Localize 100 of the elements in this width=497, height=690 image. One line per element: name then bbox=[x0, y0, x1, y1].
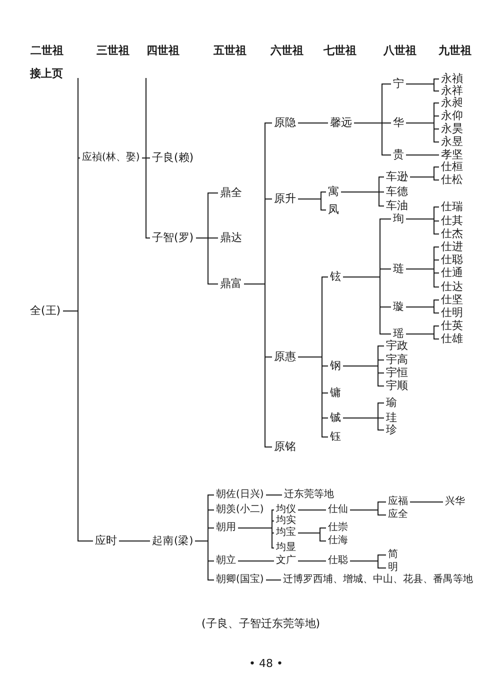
connector-line bbox=[350, 510, 386, 516]
person-name: 原升 bbox=[272, 192, 298, 206]
person-name: 均仪 bbox=[274, 504, 298, 516]
person-name: 仕坚 bbox=[439, 294, 465, 306]
person-name: 朝卿(国宝) bbox=[214, 574, 266, 586]
connector-line bbox=[298, 356, 328, 438]
person-name: 贵 bbox=[391, 148, 406, 162]
person-name: 瑶 bbox=[391, 328, 406, 340]
person-name: 宇高 bbox=[384, 354, 410, 366]
person-name: 仕瑞 bbox=[439, 200, 465, 214]
column-heading: 三世祖 bbox=[96, 44, 130, 57]
person-name: 应禎(林、娶) bbox=[80, 152, 142, 164]
person-name: 仕仙 bbox=[326, 504, 350, 516]
person-name: 原隐 bbox=[272, 116, 298, 130]
person-name: 仕聪 bbox=[326, 555, 350, 566]
person-name: 铖 bbox=[328, 412, 343, 424]
person-name: 璇 bbox=[391, 300, 406, 314]
person-name: 仕崇 bbox=[326, 522, 350, 534]
person-name: 钢 bbox=[328, 360, 343, 372]
person-name: 原惠 bbox=[272, 350, 298, 364]
person-name: 仕海 bbox=[326, 535, 350, 546]
person-name: 原铭 bbox=[272, 440, 298, 454]
person-name: 仕雄 bbox=[439, 332, 465, 346]
person-name: 宁 bbox=[391, 78, 406, 90]
note-text: 迁东莞等地 bbox=[282, 489, 336, 500]
person-name: 珣 bbox=[391, 212, 406, 226]
person-name: 永昱 bbox=[439, 136, 465, 148]
column-heading: 九世祖 bbox=[438, 44, 472, 57]
person-name: 车油 bbox=[384, 200, 410, 212]
person-name: 应时 bbox=[93, 534, 119, 548]
column-heading: 七世祖 bbox=[324, 44, 356, 57]
person-name: 永祥 bbox=[439, 84, 465, 98]
person-name: 全(王) bbox=[28, 304, 63, 318]
person-name: 仕桓 bbox=[439, 160, 465, 174]
person-name: 车德 bbox=[384, 186, 410, 198]
person-name: 铉 bbox=[328, 270, 343, 284]
connector-line bbox=[406, 334, 440, 340]
connector-line bbox=[342, 418, 384, 430]
person-name: 朝佐(日兴) bbox=[214, 489, 266, 500]
person-name: 凤 bbox=[326, 204, 341, 216]
person-name: 鼎富 bbox=[218, 278, 244, 290]
column-heading: 五世祖 bbox=[214, 44, 246, 57]
person-name: 珍 bbox=[384, 424, 399, 436]
person-name: 仕聪 bbox=[439, 254, 465, 266]
connector-line bbox=[342, 276, 392, 334]
person-name: 仕明 bbox=[439, 306, 465, 320]
connector-line bbox=[266, 494, 282, 496]
person-name: 仕杰 bbox=[439, 228, 465, 240]
connector-line bbox=[342, 366, 384, 386]
person-name: 应福 bbox=[386, 496, 410, 508]
note-text: 迁博罗西埔、增城、中山、花县、番禺等地 bbox=[281, 574, 475, 586]
person-name: 兴华 bbox=[443, 496, 467, 508]
person-name: 简 bbox=[386, 549, 400, 560]
person-name: 瑜 bbox=[384, 396, 399, 410]
connector-line bbox=[62, 310, 94, 542]
connector-line bbox=[298, 560, 326, 562]
continued-note: 接上页 bbox=[30, 66, 63, 80]
person-name: 朝羡(小二) bbox=[214, 504, 266, 516]
person-name: 仕英 bbox=[439, 320, 465, 332]
person-name: 琏 bbox=[391, 262, 406, 276]
connector-line bbox=[238, 560, 274, 562]
person-name: 朝立 bbox=[214, 555, 238, 566]
column-heading: 四世祖 bbox=[146, 44, 180, 57]
person-name: 仕进 bbox=[439, 240, 465, 254]
person-name: 永仰 bbox=[439, 110, 465, 122]
person-name: 均显 bbox=[274, 542, 298, 554]
person-name: 永禎 bbox=[439, 72, 465, 86]
person-name: 宇政 bbox=[384, 340, 410, 352]
connector-line bbox=[406, 84, 440, 92]
person-name: 仕其 bbox=[439, 214, 465, 228]
connector-line bbox=[350, 560, 386, 568]
person-name: 钰 bbox=[328, 430, 343, 444]
person-name: 华 bbox=[391, 116, 406, 130]
person-name: 车逊 bbox=[384, 170, 410, 184]
column-heading: 二世祖 bbox=[30, 44, 64, 57]
connector-line bbox=[298, 122, 328, 124]
connector-line bbox=[406, 218, 440, 234]
person-name: 均实 bbox=[274, 515, 298, 526]
person-name: 鼎全 bbox=[218, 186, 244, 200]
person-name: 仕松 bbox=[439, 174, 465, 186]
connector-line bbox=[118, 540, 150, 542]
column-heading: 八世祖 bbox=[384, 44, 416, 57]
page-number: • 48 • bbox=[249, 656, 283, 670]
person-name: 子智(罗) bbox=[150, 232, 196, 244]
person-name: 起南(梁) bbox=[150, 535, 196, 548]
connector-line bbox=[340, 192, 384, 206]
person-name: 文广 bbox=[274, 555, 298, 566]
connector-line bbox=[406, 122, 440, 142]
person-name: 孝坚 bbox=[439, 148, 465, 162]
connector-line bbox=[298, 198, 326, 210]
connector-line bbox=[238, 528, 274, 548]
connector-line bbox=[354, 122, 392, 156]
person-name: 寓 bbox=[326, 186, 341, 198]
person-name: 朝用 bbox=[214, 522, 238, 534]
person-name: 鼎达 bbox=[218, 232, 244, 244]
connector-line bbox=[410, 176, 440, 180]
person-name: 宇顺 bbox=[384, 380, 410, 392]
person-name: 永昊 bbox=[439, 122, 465, 136]
connector-line bbox=[244, 284, 272, 448]
person-name: 均宝 bbox=[274, 527, 298, 538]
